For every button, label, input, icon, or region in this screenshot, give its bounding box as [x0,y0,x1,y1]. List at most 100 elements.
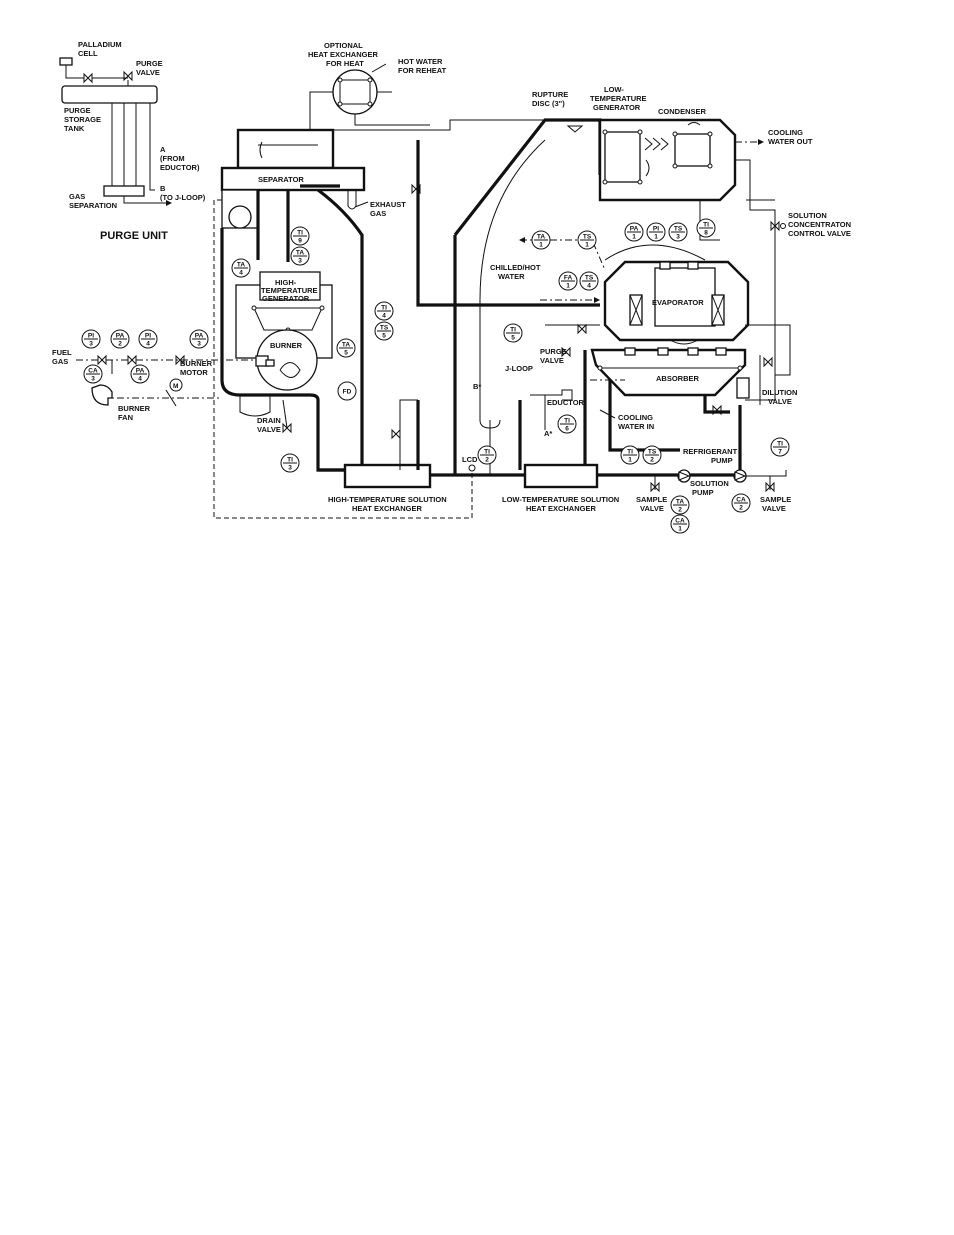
b-star-label: B* [473,382,481,391]
palladium-cell [59,57,73,66]
instrument-number: 1 [654,234,658,241]
instrument-number: 1 [566,283,570,290]
arrow-icon [166,200,172,206]
instrument-number: 4 [138,376,142,383]
instrument-pi3: PI3 [81,329,101,349]
instrument-number: 7 [778,449,782,456]
instrument-number: 9 [298,238,302,245]
gas-separation-vessel [103,185,145,197]
instrument-tag: FA [564,275,573,282]
purge-unit-title: PURGE UNIT [100,230,168,242]
instrument-ts4: TS4 [579,271,599,291]
instrument-number: 2 [485,457,489,464]
instrument-number: 1 [585,242,589,249]
instrument-tag: CA [88,368,98,375]
instrument-number: 3 [676,234,680,241]
instrument-number: 3 [89,341,93,348]
burner-fan [91,384,113,406]
instrument-tag: TS [648,449,657,456]
instrument-tag: TA [342,342,350,349]
instrument-number: 2 [739,505,743,512]
evaporator-label: EVAPORATOR [652,298,704,307]
condenser-label: CONDENSER [658,107,707,116]
instrument-tag: TS [674,226,683,233]
instrument-ti4: TI4 [374,301,394,321]
lt-solution-hx [523,463,599,489]
instrument-tag: TI [287,457,293,464]
instrument-tag: CA [675,518,685,525]
instrument-tag: TA [296,250,304,257]
instrument-ts5: TS5 [374,321,394,341]
instrument-ts1: TS1 [577,230,597,250]
separator-label: SEPARATOR [258,175,304,184]
instrument-tag: TI [484,449,490,456]
instrument-ti7: TI7 [770,437,790,457]
purge-valve-icon [123,70,133,82]
instrument-number: 2 [650,457,654,464]
instrument-number: 1 [628,457,632,464]
valve-icon [712,404,722,416]
instrument-tag: TA [676,499,684,506]
instrument-ts3: TS3 [668,222,688,242]
instrument-ti8: TI8 [696,218,716,238]
instrument-number: 4 [382,313,386,320]
instrument-pa1: PA1 [624,222,644,242]
instrument-pi4: PI4 [138,329,158,349]
instrument-ta1: TA1 [531,230,551,250]
burner-label: BURNER [270,341,303,350]
instrument-tag: PA [630,226,639,233]
instrument-number: 1 [678,526,682,533]
instrument-ta5: TA5 [336,338,356,358]
instrument-number: 2 [678,507,682,514]
instrument-tag: PA [195,333,204,340]
instrument-pa2: PA2 [110,329,130,349]
instrument-ti5: TI5 [503,323,523,343]
purge-storage-tank [61,85,158,104]
port-b-label: B(TO J-LOOP) [160,184,206,202]
instrument-circle [337,381,357,401]
valve-icon [175,354,185,366]
instrument-pa3: PA3 [189,329,209,349]
drain-valve-icon [282,422,292,434]
valve-icon [97,354,107,366]
instrument-tag: TI [703,222,709,229]
instrument-number: 5 [511,335,515,342]
instrument-ca2: CA2 [731,493,751,513]
instrument-tag: PI [88,333,94,340]
instrument-number: 8 [704,230,708,237]
instrument-tag: TI [381,305,387,312]
instrument-number: 2 [118,341,122,348]
instrument-number: 3 [288,465,292,472]
instrument-ti3: TI3 [280,453,300,473]
instrument-number: 3 [197,341,201,348]
instrument-ti9: TI9 [290,226,310,246]
valve-icon [391,428,401,440]
instrument-tag: TI [564,418,570,425]
valve-icon [411,183,421,195]
instrument-tag: PA [136,368,145,375]
absorber-shell [590,348,747,397]
sample-valve-icon [765,481,775,493]
